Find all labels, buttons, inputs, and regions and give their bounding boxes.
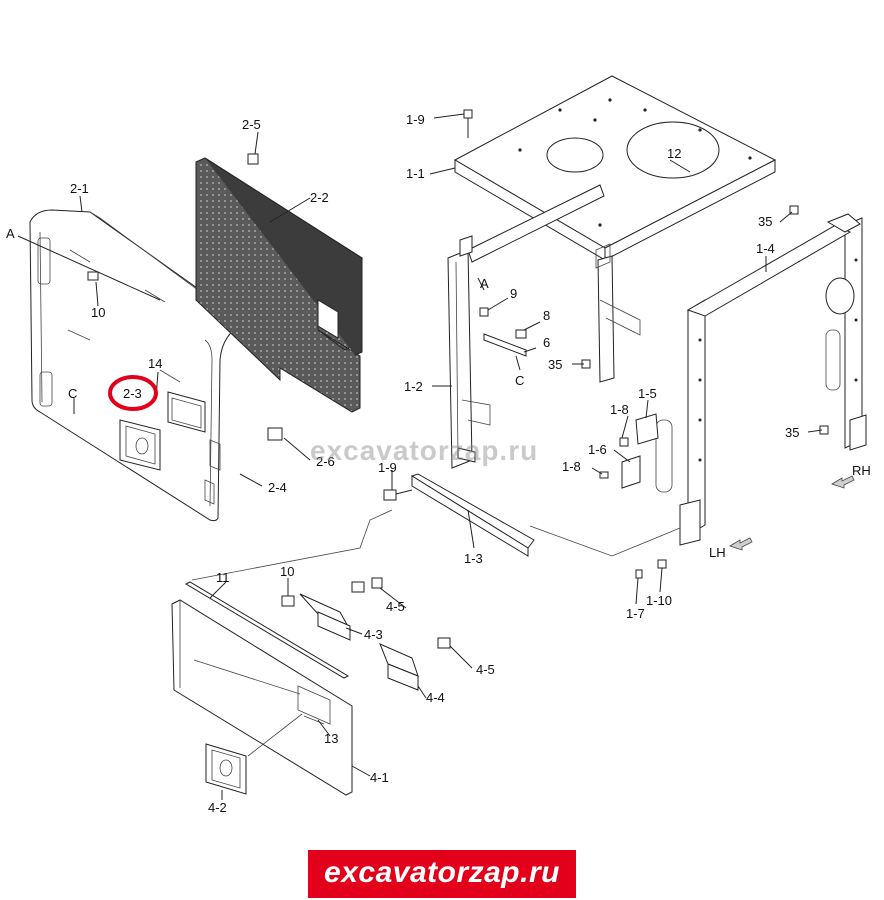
callout-1-2: 1-2: [404, 379, 423, 394]
top-cover-plate: [453, 75, 777, 261]
callout-2-4: 2-4: [268, 480, 287, 495]
callout-1-4: 1-4: [756, 241, 775, 256]
callout-4-3: 4-3: [364, 627, 383, 642]
callout-c: C: [515, 373, 524, 388]
callout-35: 35: [758, 214, 772, 229]
callout-35: 35: [548, 357, 562, 372]
bolt-icon: [87, 109, 829, 649]
rear-frame: [655, 213, 867, 546]
hinge-4-3: [299, 593, 352, 641]
watermark: excavatorzap.ru: [310, 435, 538, 466]
front-frame: [447, 184, 641, 469]
sound-insulation-pad: [195, 157, 363, 413]
callout-1-7: 1-7: [626, 606, 645, 621]
callout-1-3: 1-3: [464, 551, 483, 566]
callout-a: A: [480, 276, 489, 291]
callout-10: 10: [91, 305, 105, 320]
direction-arrow-icon: [729, 475, 855, 551]
callout-c: C: [68, 386, 77, 401]
callout-1-8: 1-8: [610, 402, 629, 417]
stay-6: [483, 333, 527, 357]
callout-8: 8: [543, 308, 550, 323]
callout-6: 6: [543, 335, 550, 350]
callout-1-8: 1-8: [562, 459, 581, 474]
callout-4-5: 4-5: [386, 599, 405, 614]
lower-door-panel: [171, 581, 353, 796]
bracket-1-5: [635, 413, 659, 445]
latch-assy-4-2: [205, 743, 247, 795]
bracket-1-6: [621, 455, 641, 489]
callout-9: 9: [510, 286, 517, 301]
callout-lh: LH: [709, 545, 726, 560]
hinge-4-4: [379, 643, 419, 691]
callout-4-5: 4-5: [476, 662, 495, 677]
callout-14: 14: [148, 356, 162, 371]
lower-crossbar: [410, 473, 535, 557]
side-door-panel: [29, 209, 246, 522]
callout-12: 12: [667, 146, 681, 161]
callout-11: 11: [216, 570, 230, 585]
callout-2-6: 2-6: [316, 454, 335, 469]
callout-13: 13: [324, 731, 338, 746]
callout-1-9: 1-9: [378, 460, 397, 475]
callout-1-10: 1-10: [646, 593, 672, 608]
callout-2-3: 2-3: [123, 386, 142, 401]
footer-banner: excavatorzap.ru: [0, 848, 884, 900]
footer-logo-text: excavatorzap.ru: [308, 850, 576, 898]
callout-10: 10: [280, 564, 294, 579]
callout-4-4: 4-4: [426, 690, 445, 705]
callout-labels: 2-5 2-1 2-2 A 10 14 2-3 C 2-6 2-4 1-9 1-…: [6, 112, 871, 815]
callout-rh: RH: [852, 463, 871, 478]
highlight-circle: [108, 375, 158, 411]
callout-2-2: 2-2: [310, 190, 329, 205]
callout-1-5: 1-5: [638, 386, 657, 401]
callout-1-6: 1-6: [588, 442, 607, 457]
callout-2-5: 2-5: [242, 117, 261, 132]
callout-35: 35: [785, 425, 799, 440]
callout-a: A: [6, 226, 15, 241]
callout-1-9: 1-9: [406, 112, 425, 127]
callout-2-1: 2-1: [70, 181, 89, 196]
callout-4-1: 4-1: [370, 770, 389, 785]
leader-lines: [17, 113, 823, 800]
callout-4-2: 4-2: [208, 800, 227, 815]
callout-1-1: 1-1: [406, 166, 425, 181]
